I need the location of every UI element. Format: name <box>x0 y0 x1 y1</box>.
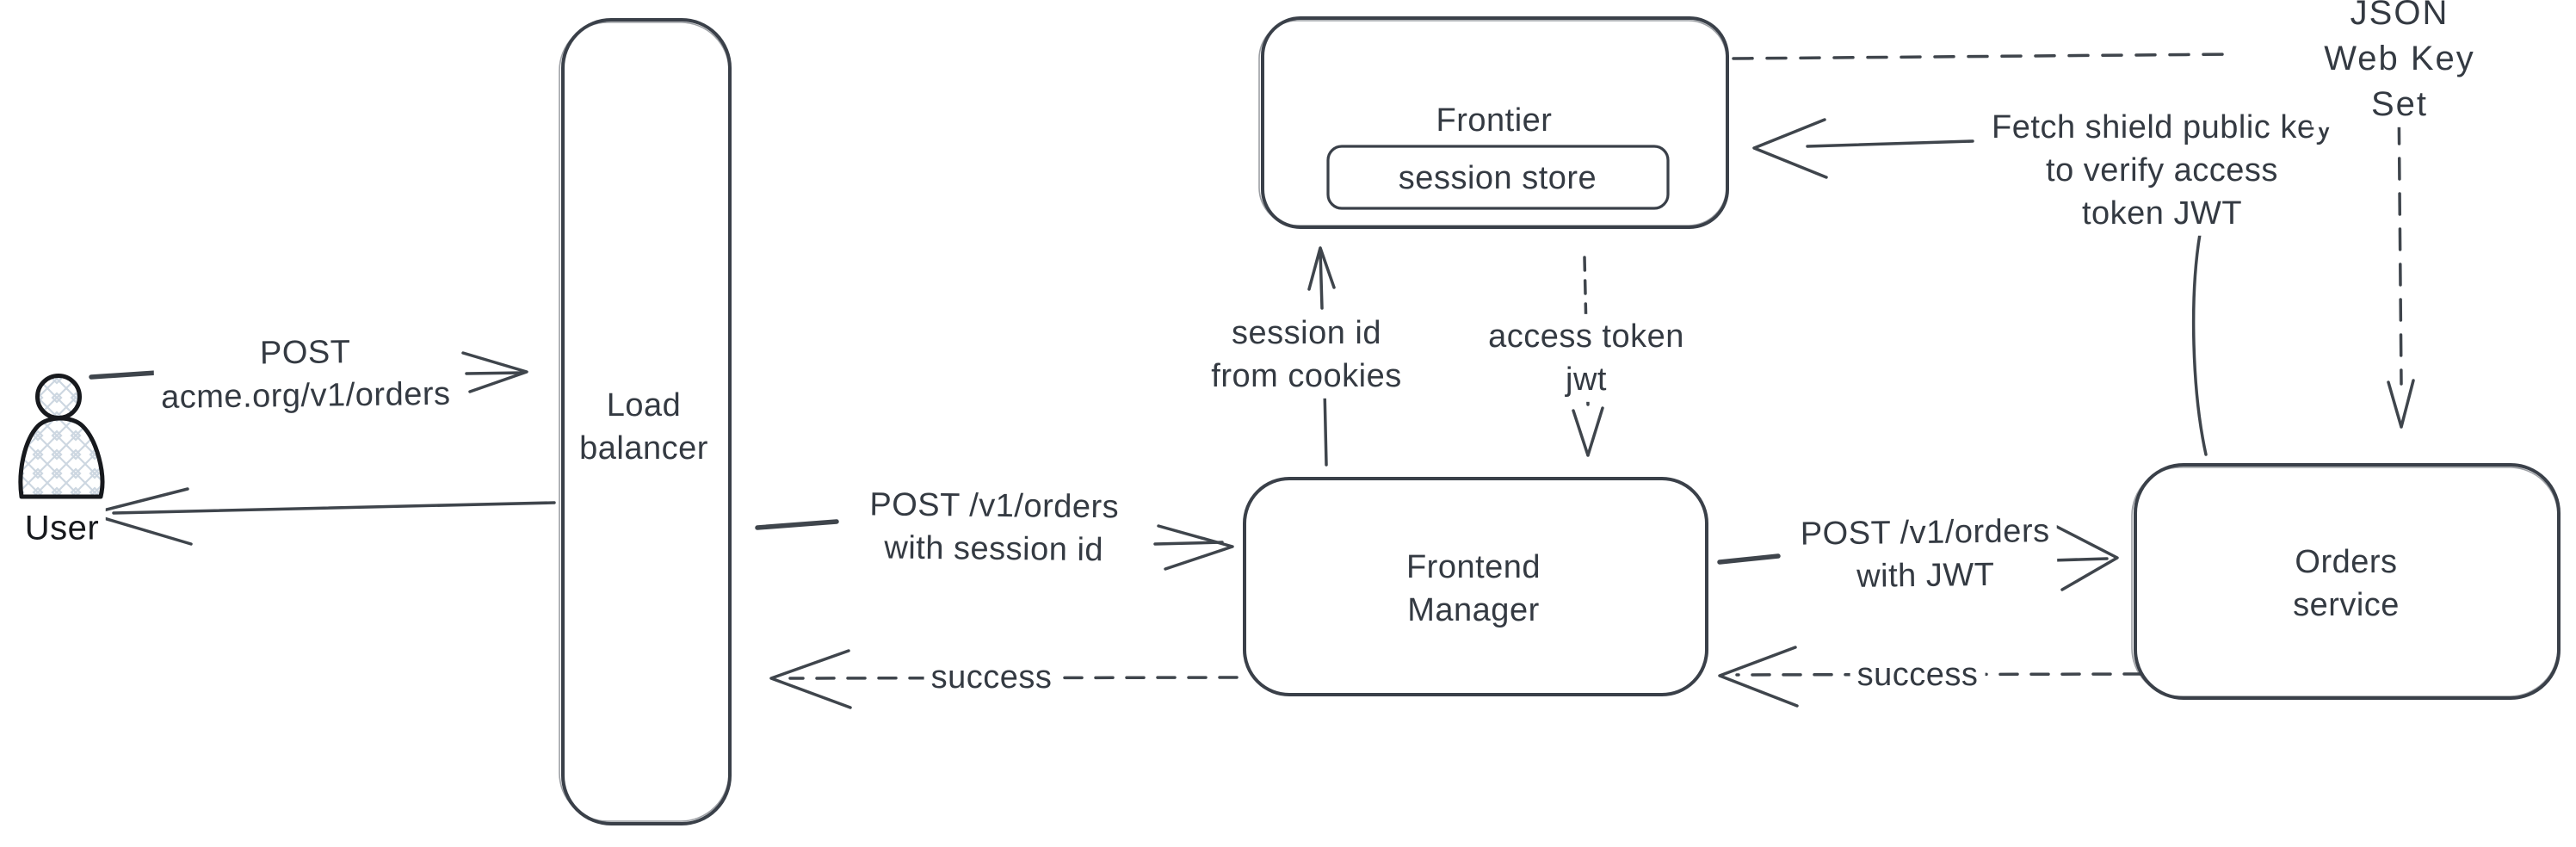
user-icon-head <box>35 374 82 420</box>
arrow-jwks <box>1732 53 2415 429</box>
frontier-label: Frontier <box>1429 97 1560 144</box>
session-store-label: session store <box>1391 155 1604 201</box>
frontier-box-sketchline <box>1258 20 1727 226</box>
arrow-user-to-load-balancer <box>89 351 528 393</box>
orders-service-label: Orders service <box>2231 539 2462 628</box>
frontend-manager-label: Frontend Manager <box>1399 544 1548 634</box>
edge-label-session-id-cookies: session id from cookies <box>1204 310 1409 399</box>
edge-label-success-right: success <box>1850 652 1986 698</box>
user-icon <box>18 374 105 499</box>
edge-label-post-acme-orders: POST acme.org/v1/orders <box>153 328 458 421</box>
arrow-frontend-manager-to-frontier <box>1307 246 1336 467</box>
user-label: User <box>17 504 107 553</box>
edge-label-post-with-session-id: POST /v1/orders with session id <box>862 482 1127 573</box>
edge-label-post-with-jwt: POST /v1/orders with JWT <box>1793 508 2058 601</box>
arrow-orders-service-to-frontier <box>1752 118 2208 456</box>
arrow-load-balancer-to-user <box>88 487 556 546</box>
load-balancer-box-sketchline <box>559 22 730 822</box>
user-icon-body <box>18 416 105 499</box>
load-balancer-label: Load balancer <box>572 382 715 472</box>
arrow-load-balancer-to-frontend-manager <box>755 519 1234 571</box>
arrow-frontend-manager-to-orders-service <box>1717 525 2119 591</box>
edge-label-fetch-shield-key: Fetch shield public key to verify access… <box>1985 104 2339 237</box>
orders-service-box-sketchline <box>2131 467 2559 697</box>
edge-label-success-left: success <box>924 654 1059 701</box>
edge-label-json-web-key-set: JSON Web Key Set <box>2311 0 2488 128</box>
edge-label-access-token-jwt: access token jwt <box>1481 313 1691 403</box>
